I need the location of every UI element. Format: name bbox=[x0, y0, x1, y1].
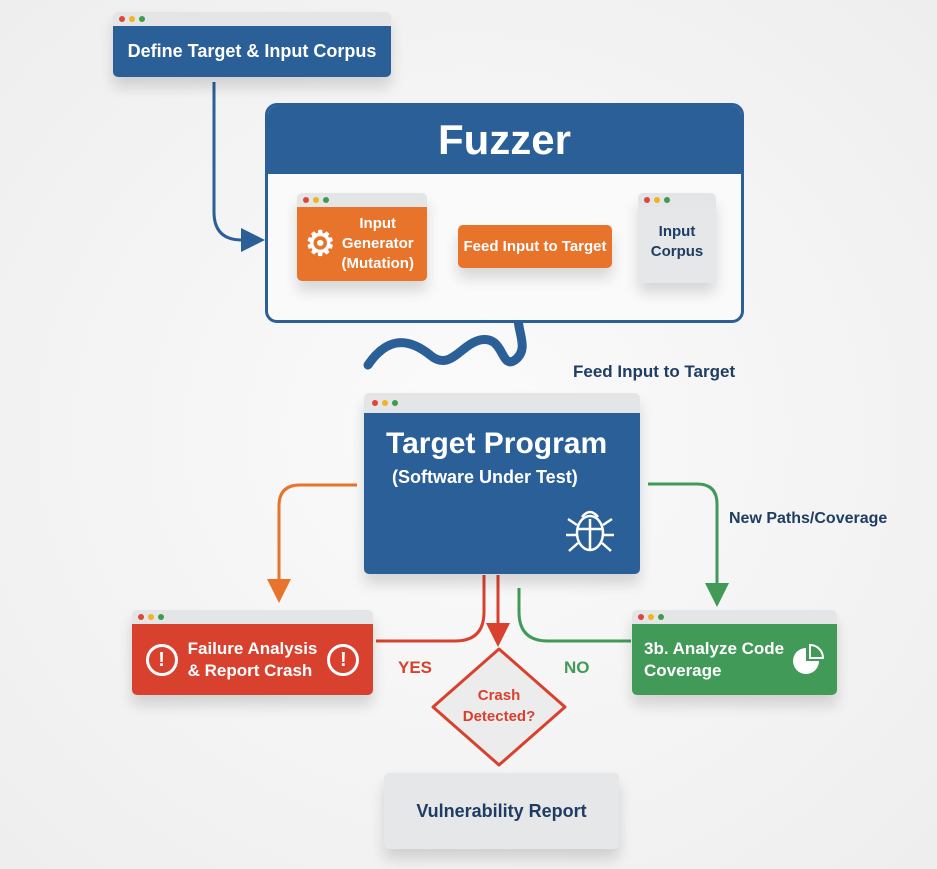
generator-line3: (Mutation) bbox=[341, 255, 414, 272]
decision-line2: Detected? bbox=[462, 708, 536, 725]
yes-label: YES bbox=[398, 658, 433, 677]
alert-icon: ! bbox=[145, 643, 178, 676]
corpus-line1: Input bbox=[658, 223, 696, 240]
failure-line2: & Report Crash bbox=[187, 660, 313, 680]
failure-line1: Failure Analysis bbox=[187, 638, 318, 658]
decision-line1: Crash bbox=[477, 687, 521, 704]
no-label: NO bbox=[564, 658, 590, 677]
target-subtitle: (Software Under Test) bbox=[392, 467, 578, 487]
bug-icon bbox=[566, 510, 614, 552]
new-paths-label: New Paths/Coverage bbox=[729, 510, 888, 527]
coverage-line2: Coverage bbox=[644, 660, 722, 680]
no-line bbox=[517, 588, 631, 643]
gear-icon: ⚙ bbox=[305, 225, 336, 263]
coverage-line1: 3b. Analyze Code bbox=[644, 638, 785, 658]
feed-input-label-text: Feed Input to Target bbox=[573, 362, 736, 381]
target-to-coverage-arrow bbox=[648, 482, 729, 607]
generator-line2: Generator bbox=[341, 235, 414, 252]
corpus-line2: Corpus bbox=[650, 243, 704, 260]
generator-line1: Input bbox=[359, 215, 397, 232]
vulnerability-report-box[interactable]: Vulnerability Report bbox=[384, 773, 619, 849]
define-target-label: Define Target & Input Corpus bbox=[113, 26, 391, 77]
fuzzer-title: Fuzzer bbox=[268, 106, 741, 174]
pie-chart-icon bbox=[793, 643, 825, 674]
decision-diamond bbox=[431, 647, 567, 767]
failure-analysis-box[interactable]: ! Failure Analysis& Report Crash ! bbox=[132, 610, 373, 695]
target-title: Target Program bbox=[386, 427, 608, 460]
fuzzer-panel: Fuzzer bbox=[265, 103, 744, 323]
target-to-failure-arrow bbox=[267, 483, 357, 603]
define-to-fuzzer-arrow bbox=[212, 82, 265, 252]
target-program-box[interactable]: Target Program (Software Under Test) bbox=[364, 393, 640, 574]
squiggle-connector bbox=[363, 291, 530, 370]
feed-input-label: Feed Input to Target bbox=[463, 238, 607, 255]
alert-icon: ! bbox=[327, 643, 360, 676]
feed-input-box[interactable]: Feed Input to Target bbox=[458, 225, 612, 268]
yes-line bbox=[376, 575, 486, 643]
vulnerability-report-label: Vulnerability Report bbox=[416, 800, 587, 821]
define-target-box[interactable]: Define Target & Input Corpus bbox=[113, 12, 391, 77]
